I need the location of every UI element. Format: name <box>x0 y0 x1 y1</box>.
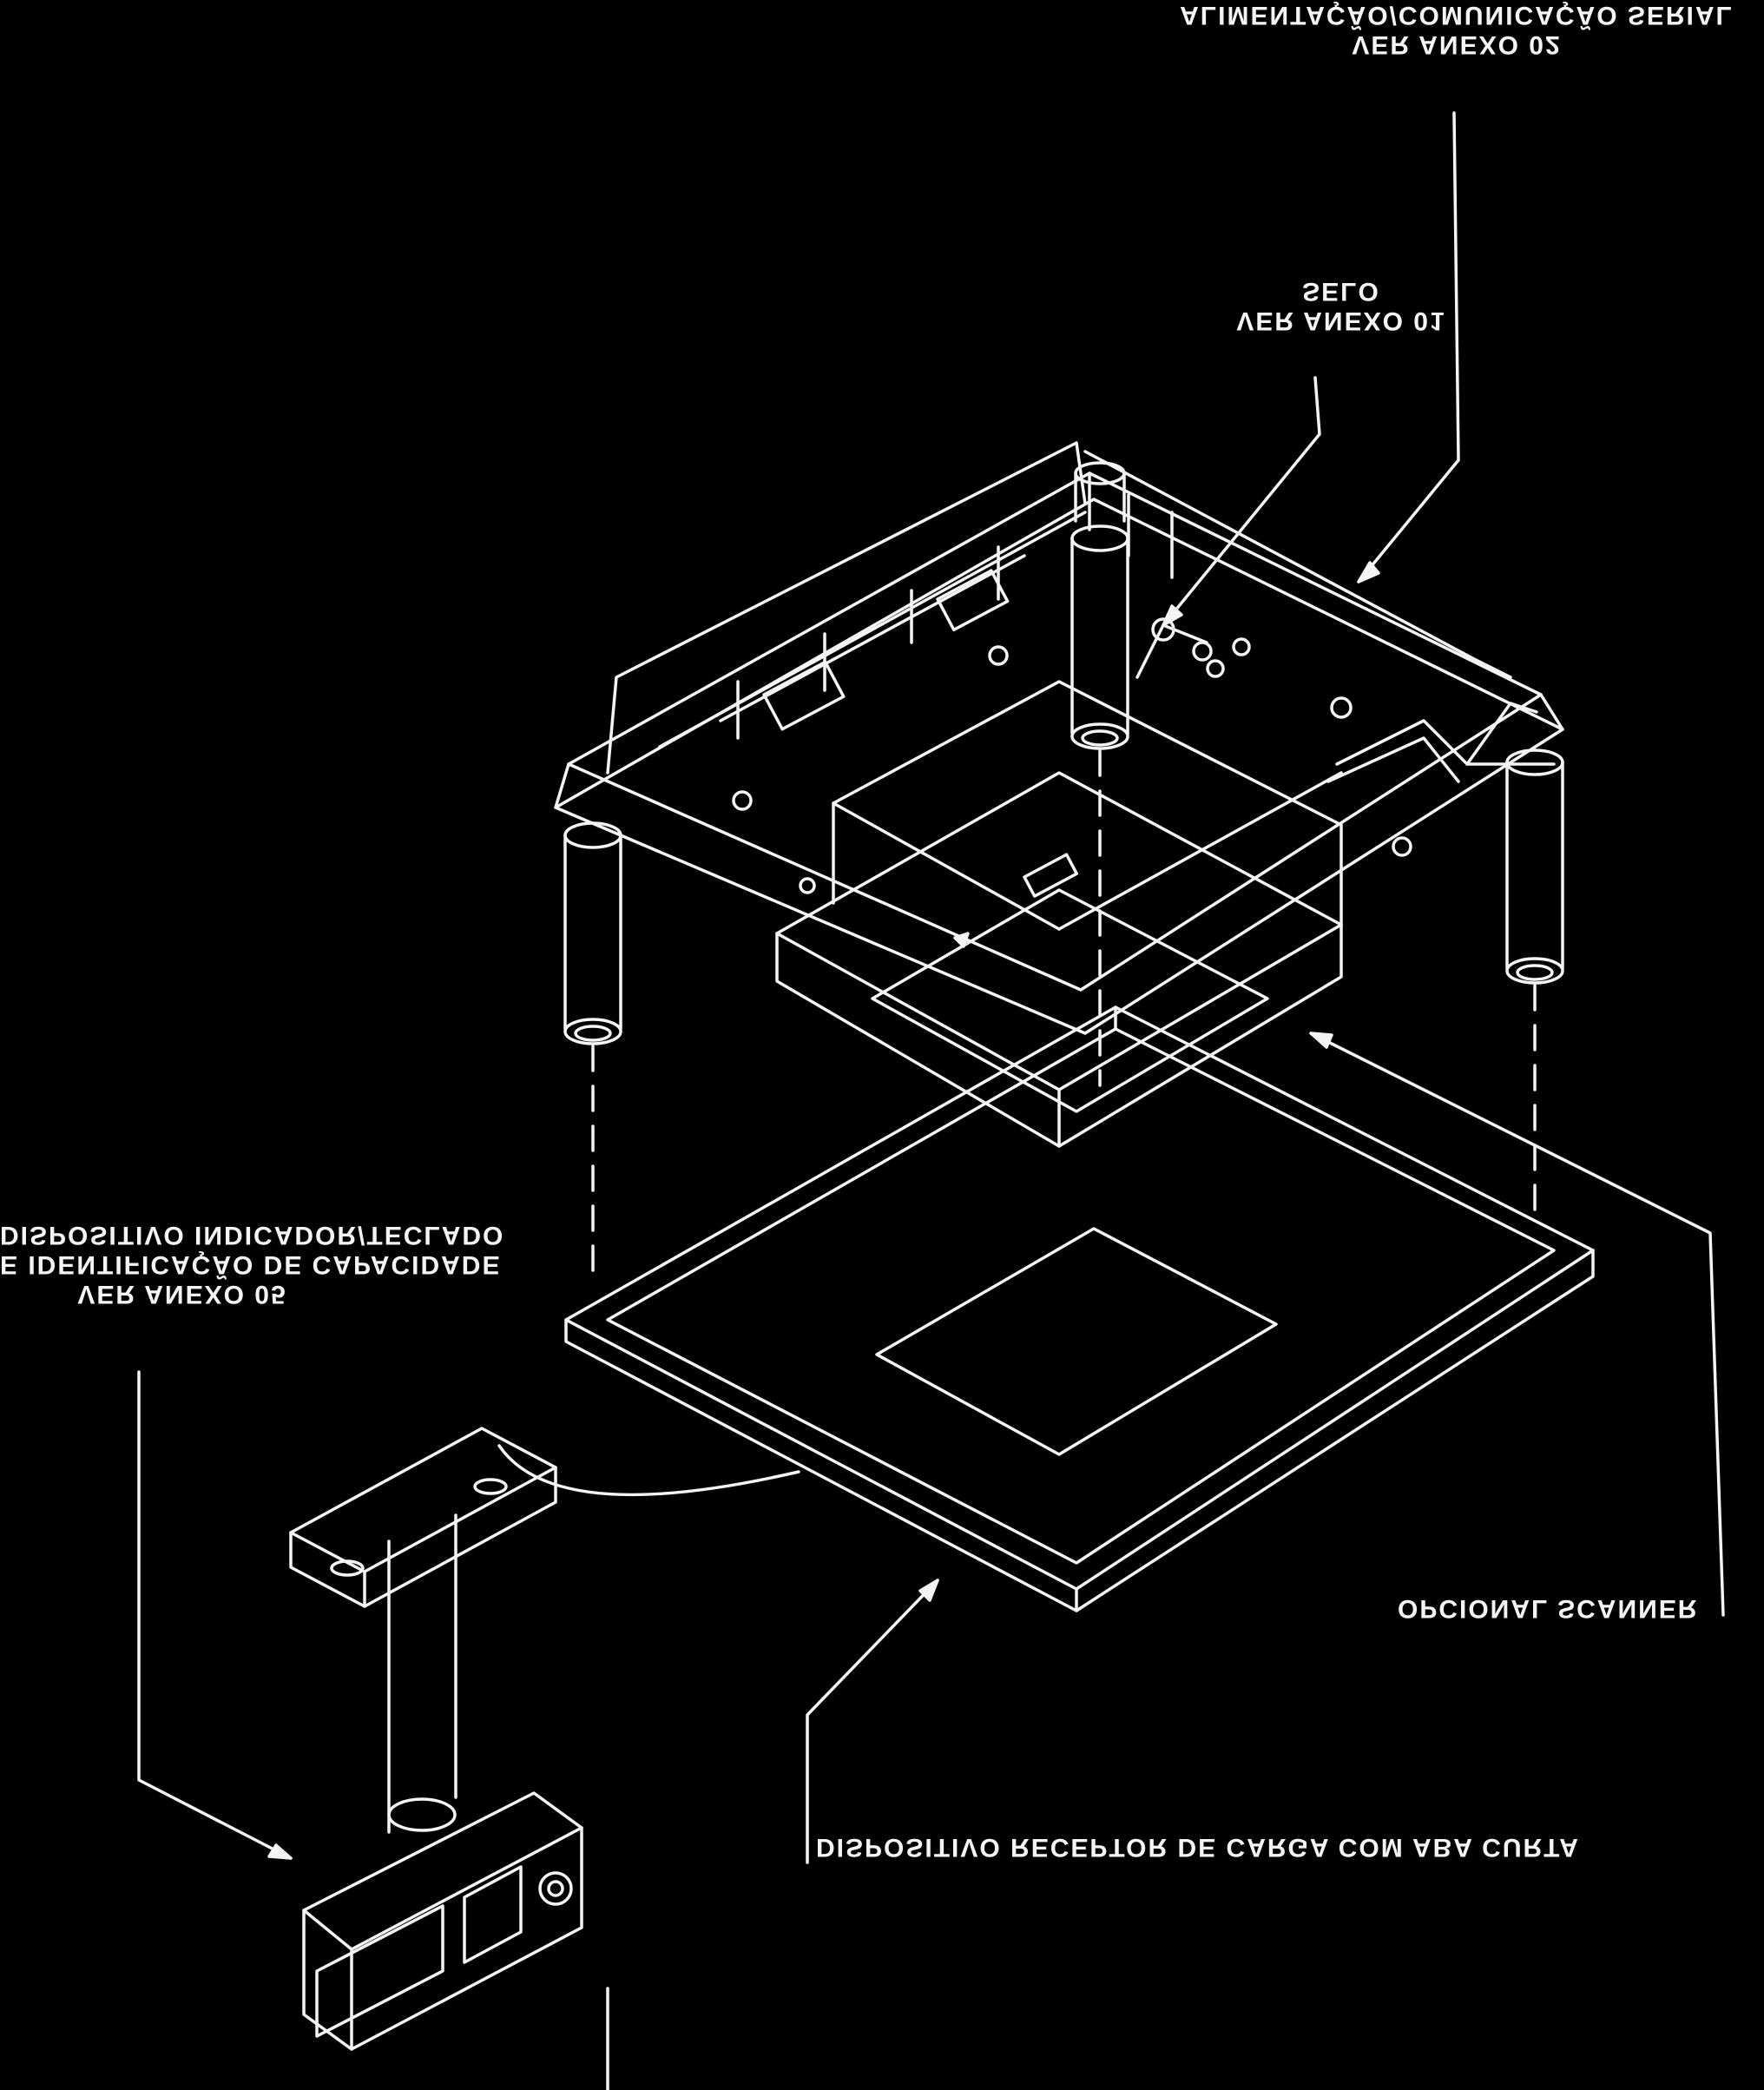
column-front <box>1070 524 1129 750</box>
leader-scanner <box>1309 1032 1725 1617</box>
load-receiver-label: DISPOSITIVO RECEPTOR DE CARGA COM ABA CU… <box>816 1832 1667 1862</box>
column-rear <box>1074 461 1126 523</box>
display-keyboard-label: VER ANEXO 05 E IDENTIFICAÇÃO DE CAPACIDA… <box>0 1220 512 1309</box>
leader-power-serial <box>1357 111 1460 583</box>
seal-annex: VER ANEXO 01 <box>1236 307 1446 335</box>
scanner-title: OPCIONAL SCANNER <box>1398 1594 1699 1623</box>
load-cell-housing <box>775 680 1343 1148</box>
display-keyboard-title: DISPOSITIVO INDICADOR/TECLADO <box>0 1221 505 1249</box>
frame-assembly <box>554 441 1564 1035</box>
column-right <box>1505 748 1564 985</box>
power-serial-title: ALIMENTAÇÃO/COMUNICAÇÃO SERIAL <box>1180 1 1734 30</box>
leader-load-receiver <box>806 1579 939 1864</box>
indicator-device <box>289 1427 800 2090</box>
leader-display <box>137 1370 293 1860</box>
load-receiver-title: DISPOSITIVO RECEPTOR DE CARGA COM ABA CU… <box>816 1833 1580 1862</box>
alignment-lines <box>591 749 1537 1278</box>
seal-title: SELO <box>1302 277 1380 306</box>
power-serial-annex: VER ANEXO 02 <box>1352 30 1562 59</box>
seal-label: VER ANEXO 01 SELO <box>1181 276 1502 335</box>
power-serial-label: VER ANEXO 02 ALIMENTAÇÃO/COMUNICAÇÃO SER… <box>1144 0 1764 59</box>
load-platter <box>564 1005 1595 1612</box>
leader-seal <box>1162 376 1321 627</box>
column-left <box>563 821 622 1045</box>
display-keyboard-capacity: E IDENTIFICAÇÃO DE CAPACIDADE <box>0 1250 502 1279</box>
scanner-label: OPCIONAL SCANNER <box>1398 1593 1728 1623</box>
display-keyboard-annex: VER ANEXO 05 <box>77 1280 287 1309</box>
